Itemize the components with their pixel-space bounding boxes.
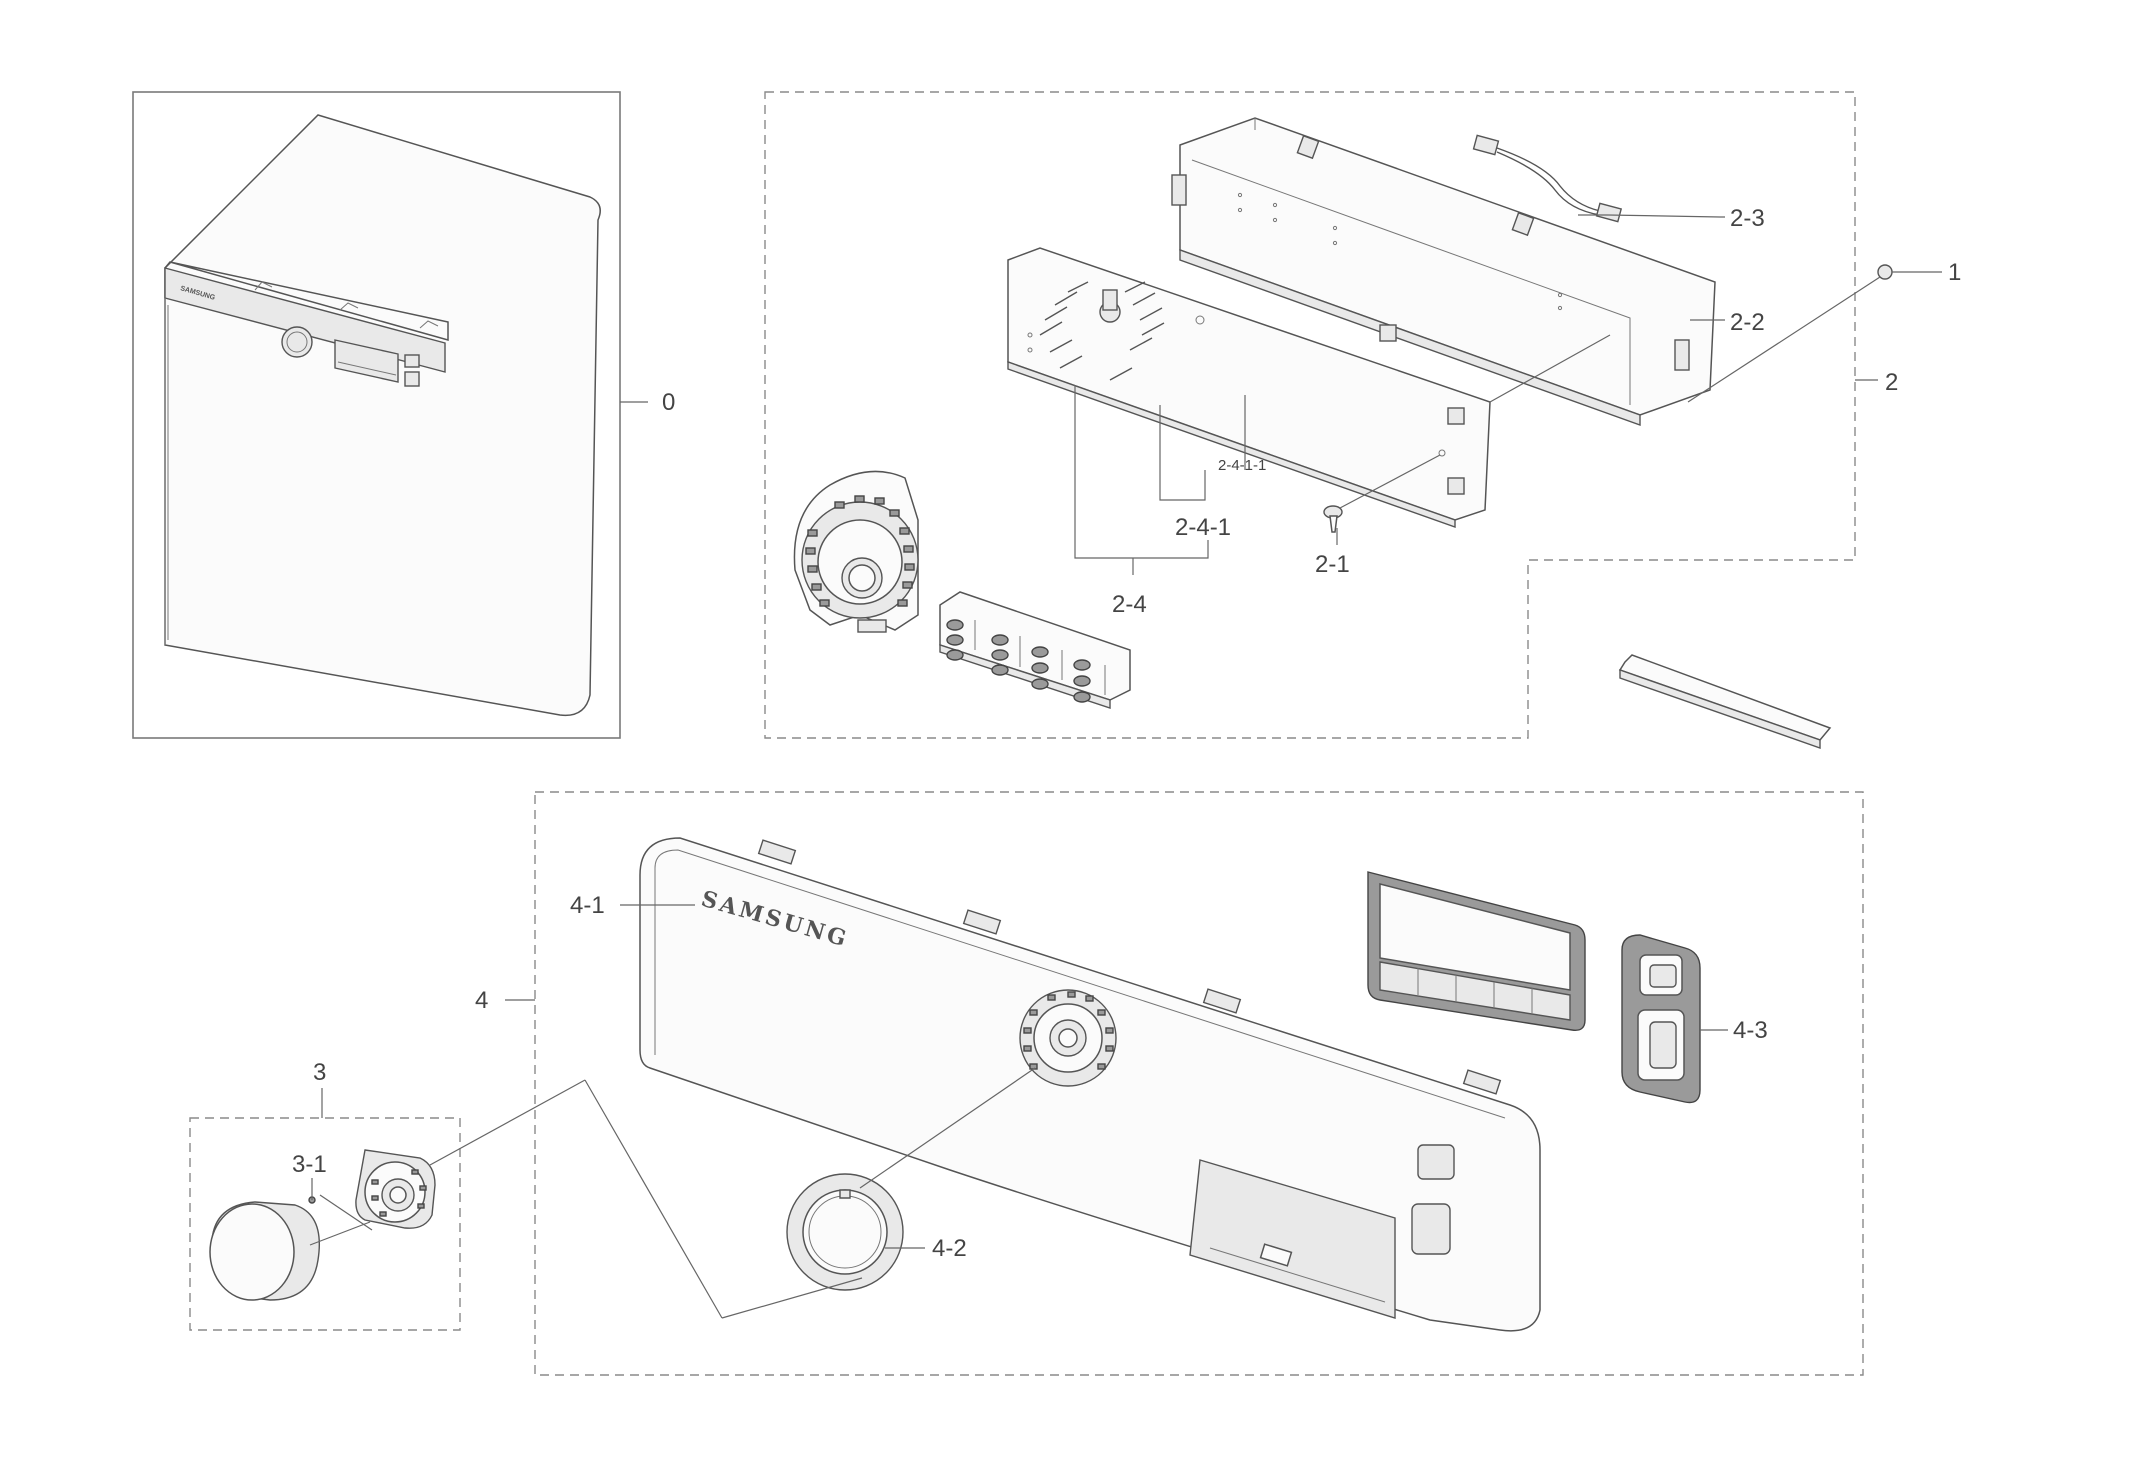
- button-switch-block: [939, 591, 1131, 709]
- wire-harness: [1472, 134, 1623, 223]
- pcb-board: [1007, 247, 1491, 528]
- callout-3: 3: [313, 1059, 326, 1086]
- callout-4: 4: [475, 987, 488, 1014]
- callout-4-3: 4-3: [1733, 1017, 1768, 1044]
- knob-cap: [209, 1201, 320, 1301]
- group-4-control-panel-assembly: SAMSUNG: [475, 791, 1864, 1376]
- group-3-frame: [189, 1117, 461, 1331]
- callout-2-4-1-1: 2-4-1-1: [1218, 457, 1266, 474]
- callout-2-2: 2-2: [1730, 309, 1765, 336]
- group-4-frame: [534, 791, 1864, 1376]
- callout-3-1: 3-1: [292, 1151, 327, 1178]
- washer-cabinet: SAMSUNG: [164, 114, 601, 717]
- washer-dial: [281, 326, 313, 358]
- callout-2-1: 2-1: [1315, 551, 1350, 578]
- callout-4-1: 4-1: [570, 892, 605, 919]
- group-2-frame: [764, 91, 1856, 739]
- callout-2-4: 2-4: [1112, 591, 1147, 618]
- panel-button-top: [1417, 1144, 1455, 1180]
- trim-strip: [1618, 654, 1832, 749]
- group-3-knob-assembly: 3 3-1: [189, 1059, 586, 1331]
- washer-button-bottom: [404, 371, 420, 387]
- panel-button-bottom: [1411, 1203, 1451, 1255]
- callout-2: 2: [1885, 369, 1898, 396]
- callout-1: 1: [1948, 259, 1961, 286]
- panel-dial-housing: [1019, 989, 1117, 1087]
- group-0-washer-assembly: SAMSUNG 0: [132, 91, 675, 739]
- control-panel: SAMSUNG: [639, 837, 1541, 1332]
- callout-4-2: 4-2: [932, 1235, 967, 1262]
- screw-2-1: [1323, 449, 1446, 533]
- washer-button-top: [404, 354, 420, 368]
- pcb-housing: [1171, 117, 1716, 426]
- selector-dial-assembly: [793, 470, 919, 633]
- knob-ring: [786, 1173, 904, 1291]
- callout-0: 0: [662, 389, 675, 416]
- group-2-pcb-assembly: 1 2 2-2 2-3 2-1 2-4-1-1 2-4-1 2-4: [764, 91, 1961, 739]
- callout-2-3: 2-3: [1730, 205, 1765, 232]
- panel-display-cutout: [1189, 1159, 1396, 1319]
- button-assembly: [1621, 934, 1701, 1104]
- display-window: [1367, 871, 1586, 1031]
- group-0-frame: [132, 91, 621, 739]
- callout-2-4-1: 2-4-1: [1175, 514, 1231, 541]
- screw-1: [1687, 264, 1942, 403]
- knob-insert: [355, 1149, 436, 1229]
